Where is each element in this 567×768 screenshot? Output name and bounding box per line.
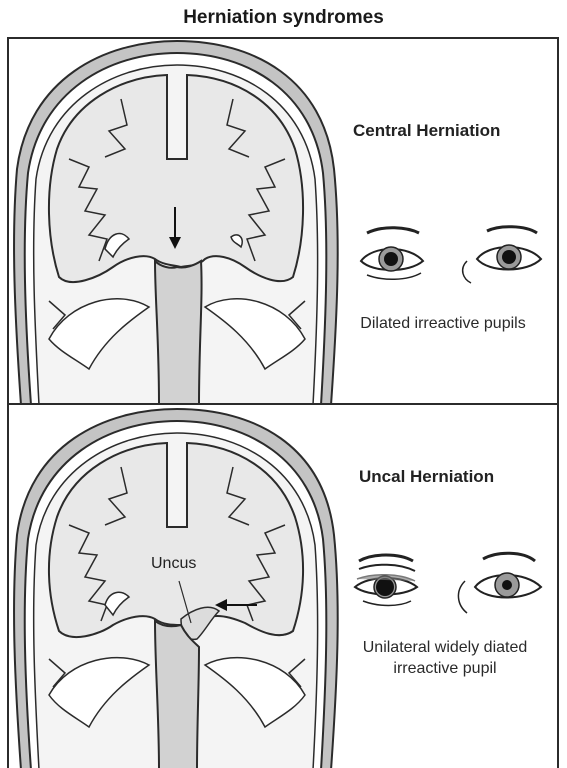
pupil-right	[502, 580, 512, 590]
uncal-herniation-panel: Uncus Uncal Herniation Unilateral widely…	[7, 403, 559, 768]
pupil-left-dilated	[376, 578, 394, 596]
eyebrow-right	[487, 227, 537, 233]
pupil-right	[502, 250, 516, 264]
brainstem	[155, 261, 202, 405]
caption-line-1: Unilateral widely diated	[327, 637, 559, 658]
figure-title: Herniation syndromes	[0, 7, 567, 29]
pupil-left	[384, 252, 398, 266]
eyebrow-left	[359, 555, 413, 561]
central-herniation-caption: Dilated irreactive pupils	[327, 313, 559, 334]
eyebrow-left	[367, 228, 419, 233]
central-herniation-brain-illustration	[9, 39, 339, 405]
central-herniation-panel: Central Herniation Dilated irreactive pu…	[7, 37, 559, 405]
uncal-herniation-caption: Unilateral widely diated irreactive pupi…	[327, 637, 559, 679]
brainstem	[155, 621, 199, 768]
dilated-pupils-eyes-illustration	[359, 225, 549, 285]
unilateral-dilated-pupil-eyes-illustration	[353, 551, 549, 617]
uncus-label: Uncus	[151, 555, 196, 573]
uncal-herniation-heading: Uncal Herniation	[359, 467, 494, 487]
uncal-herniation-brain-illustration	[9, 405, 339, 768]
eyebrow-right	[483, 553, 535, 561]
caption-line-2: irreactive pupil	[327, 658, 559, 679]
central-herniation-heading: Central Herniation	[353, 121, 500, 141]
